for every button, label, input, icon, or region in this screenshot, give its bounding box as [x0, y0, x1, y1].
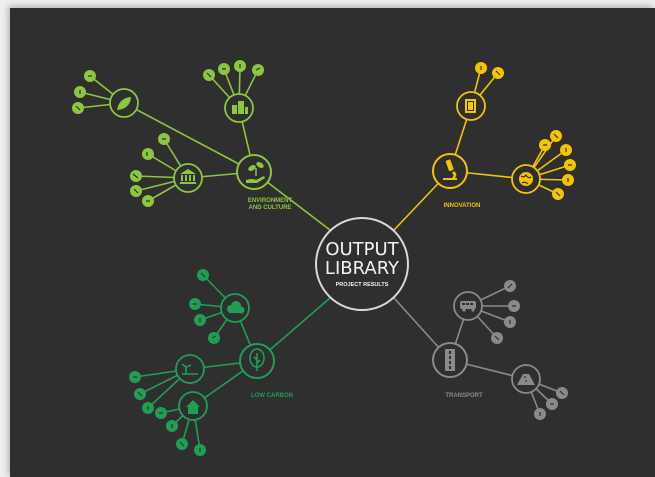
- home-energy-node[interactable]: [178, 391, 208, 421]
- vehicles-node[interactable]: [453, 291, 483, 321]
- mind-map: OUTPUT LIBRARY PROJECT RESULTS ENVIRONME…: [72, 60, 576, 456]
- center-title-line2: LIBRARY: [325, 258, 400, 279]
- transport-hub-node[interactable]: [432, 342, 468, 378]
- low-carbon-label: LOW CARBON: [251, 393, 293, 399]
- low-carbon-hub-node[interactable]: [239, 343, 275, 379]
- cloud-icon: [227, 301, 245, 314]
- output-dot[interactable]: [142, 148, 154, 160]
- publications-node[interactable]: [456, 91, 486, 121]
- bus-icon: [460, 301, 476, 312]
- city-node[interactable]: [224, 93, 254, 123]
- transport-label: TRANSPORT: [445, 393, 483, 399]
- output-dots-environment: [72, 60, 264, 207]
- output-dot[interactable]: [208, 332, 220, 344]
- nature-node[interactable]: [109, 88, 139, 118]
- globe-icon: [519, 172, 533, 186]
- center-subtitle: PROJECT RESULTS: [336, 282, 389, 288]
- heritage-node[interactable]: [173, 163, 203, 193]
- emissions-node[interactable]: [220, 293, 250, 323]
- tree-icon: [249, 348, 265, 371]
- environment-hub-node[interactable]: [236, 154, 272, 190]
- book-icon: [465, 99, 476, 113]
- environment-label-line1: ENVIRONMENT: [248, 198, 293, 204]
- branch-innovation: INNOVATION: [432, 62, 576, 209]
- house-icon: [186, 400, 200, 414]
- output-dot[interactable]: [252, 64, 264, 76]
- innovation-hub-node[interactable]: [432, 153, 468, 189]
- microscope-icon: [443, 159, 457, 180]
- infrastructure-node[interactable]: [511, 364, 541, 394]
- output-dots-low-carbon: [129, 269, 220, 456]
- branch-environment: ENVIRONMENT AND CULTURE: [72, 60, 292, 211]
- environment-label-line2: AND CULTURE: [249, 205, 292, 211]
- leaf-icon: [117, 97, 131, 110]
- energy-node[interactable]: [175, 354, 205, 384]
- center-title-line1: OUTPUT: [325, 239, 399, 260]
- museum-icon: [180, 169, 196, 184]
- road-icon: [445, 349, 455, 371]
- highway-icon: [517, 374, 535, 385]
- building-icon: [232, 101, 248, 114]
- mind-map-canvas: OUTPUT LIBRARY PROJECT RESULTS ENVIRONME…: [10, 8, 655, 477]
- global-node[interactable]: [511, 164, 541, 194]
- branch-low-carbon: LOW CARBON: [129, 269, 293, 456]
- output-dots-transport: [491, 280, 568, 420]
- hand-plant-icon: [246, 162, 265, 183]
- innovation-label: INNOVATION: [444, 203, 481, 209]
- output-dot-glyphs: [75, 64, 572, 452]
- center-node[interactable]: OUTPUT LIBRARY PROJECT RESULTS: [315, 217, 409, 311]
- wind-turbine-icon: [181, 363, 198, 375]
